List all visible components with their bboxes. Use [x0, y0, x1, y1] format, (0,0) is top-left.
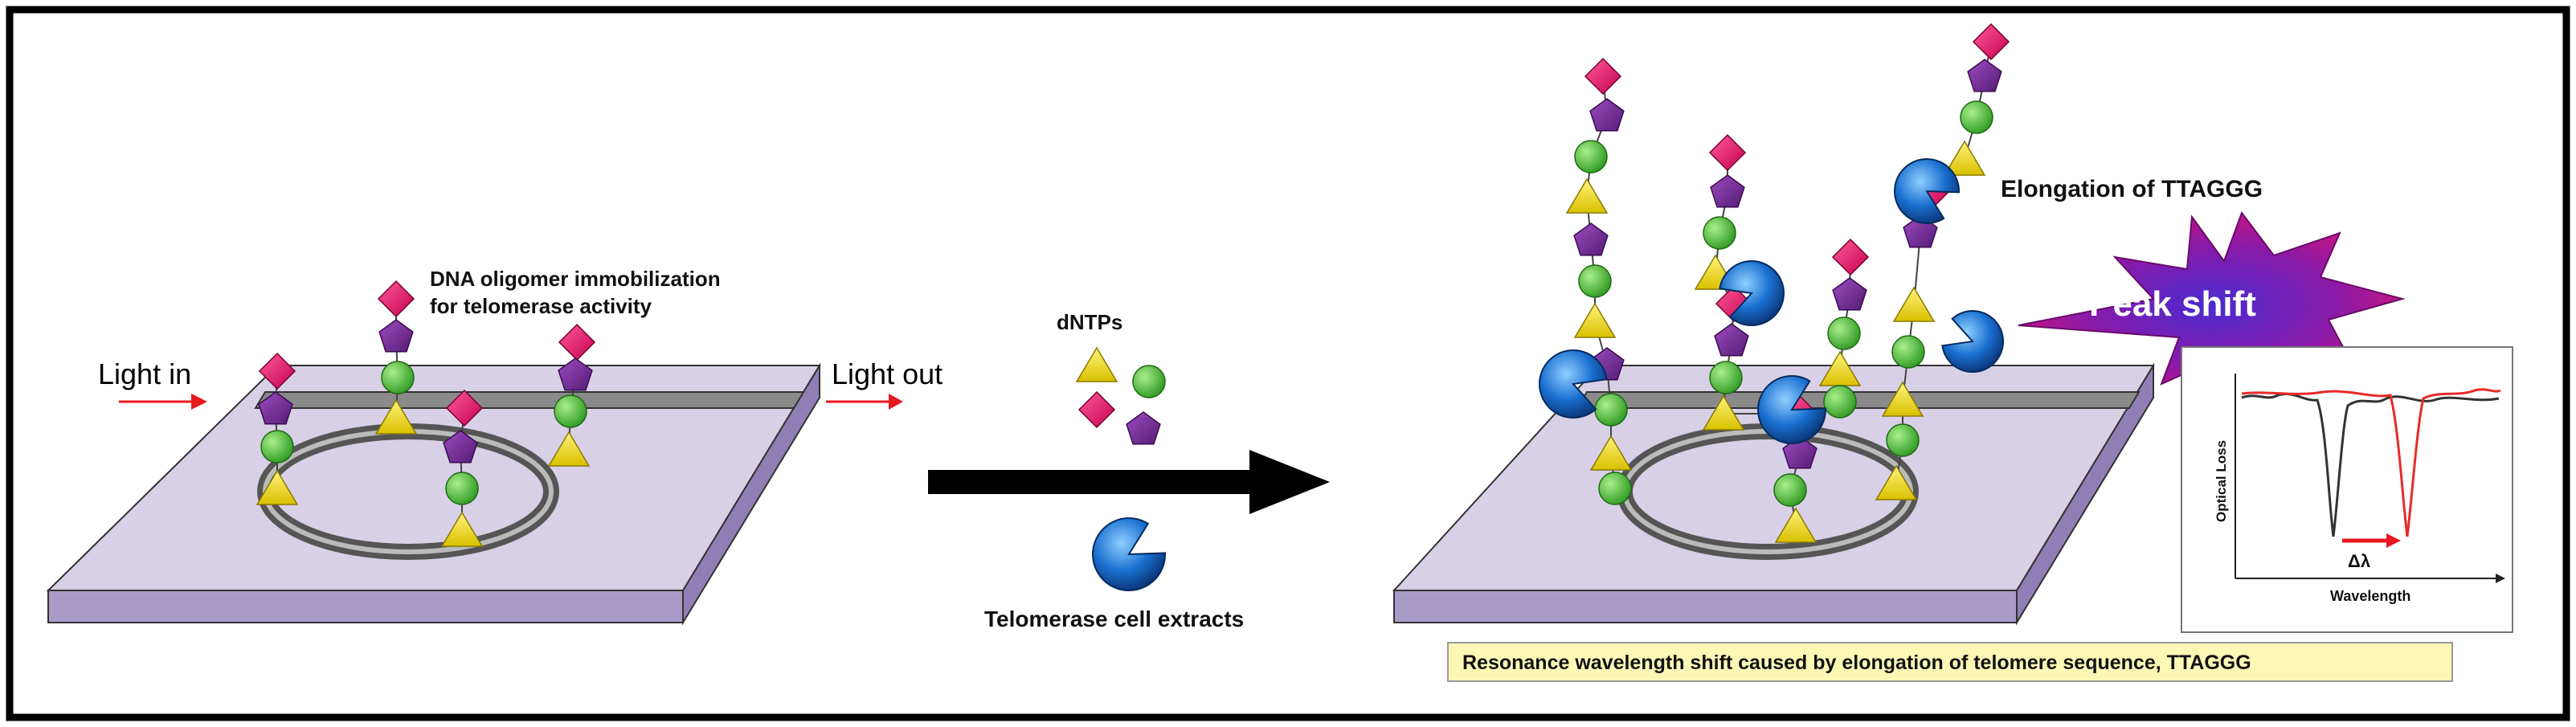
- telomerase-enzyme: [1894, 158, 1961, 224]
- telomerase-label: Telomerase cell extracts: [984, 607, 1244, 631]
- dna-pentagon: [1714, 323, 1749, 357]
- dna-triangle: [1702, 394, 1745, 431]
- dna-pentagon: [1967, 59, 2002, 92]
- left-chip-front: [47, 590, 684, 623]
- dntp-shapes: [1075, 346, 1167, 592]
- dna-circle: [381, 361, 415, 394]
- inset-spectrum: Δλ Wavelength Optical Loss: [2181, 346, 2513, 633]
- dna-strand: [547, 323, 596, 467]
- left-chip: [46, 362, 821, 626]
- dna-circle: [1703, 216, 1736, 250]
- dna-circle: [1886, 423, 1920, 457]
- telomerase-enzyme: [1092, 517, 1167, 592]
- dna-triangle: [374, 398, 418, 435]
- dna-triangle: [547, 431, 591, 467]
- dna-triangle: [1565, 178, 1609, 214]
- dna-triangle: [1892, 286, 1936, 322]
- dna-strand: [1818, 238, 1870, 419]
- dna-pentagon: [558, 357, 593, 391]
- caption-text: Resonance wavelength shift caused by elo…: [1462, 651, 2251, 674]
- dna-triangle: [440, 511, 484, 547]
- dna-circle: [1823, 385, 1857, 419]
- dna-circle: [1960, 100, 1993, 134]
- dna-circle: [1709, 361, 1743, 394]
- dna-pentagon: [1589, 98, 1625, 132]
- dna-circle: [1773, 473, 1807, 507]
- right-chip-side: [2016, 362, 2154, 626]
- dna-diamond: [1077, 390, 1116, 429]
- left-waveguide: [254, 391, 805, 409]
- dna-strand: [440, 389, 484, 547]
- dna-diamond: [377, 280, 415, 318]
- dna-strand: [374, 280, 418, 435]
- dna-circle: [260, 430, 294, 464]
- telomerase-enzyme: [1941, 310, 2004, 374]
- light-in-label: Light in: [98, 357, 191, 390]
- dna-diamond: [1831, 238, 1870, 276]
- inset-xlabel: Wavelength: [2330, 588, 2410, 604]
- dna-pentagon: [378, 319, 414, 353]
- dna-triangle: [1943, 140, 1986, 176]
- light-in-arrowhead: [191, 394, 207, 410]
- telomerase-enzyme: [1719, 260, 1785, 326]
- dna-pentagon: [1126, 411, 1161, 445]
- dna-circle: [1574, 140, 1608, 174]
- dna-triangle: [1774, 507, 1818, 543]
- dna-circle: [1598, 472, 1632, 505]
- caption-box: [1447, 642, 2453, 682]
- dna-triangle: [1589, 435, 1633, 471]
- dna-triangle: [1075, 346, 1118, 382]
- dna-pentagon: [1710, 174, 1745, 208]
- dna-diamond: [1584, 57, 1622, 96]
- dna-circle: [445, 472, 479, 505]
- dna-strand: [1875, 22, 2010, 500]
- dna-triangle: [256, 469, 299, 505]
- dna-triangle: [1875, 464, 1918, 500]
- dna-circle: [554, 394, 587, 428]
- dna-strand: [256, 352, 299, 505]
- dna-circle: [1594, 393, 1628, 427]
- right-chip-front: [1393, 590, 2018, 623]
- dntps-label: dNTPs: [1057, 310, 1122, 334]
- dna-circle: [1827, 317, 1861, 350]
- immobilization-label-line1: DNA oligomer immobilization: [430, 267, 721, 291]
- dna-diamond: [258, 352, 296, 390]
- spectrum-black-curve: [2241, 393, 2500, 537]
- dna-diamond: [1972, 22, 2010, 61]
- dna-triangle: [1881, 381, 1924, 417]
- dna-strands: [256, 22, 2010, 547]
- peak-shift-label: Peak shift: [2089, 284, 2256, 324]
- dna-pentagon: [443, 430, 478, 464]
- elongation-label: Elongation of TTAGGG: [2001, 176, 2263, 202]
- dna-pentagon: [258, 391, 293, 425]
- dna-triangle: [1573, 302, 1617, 338]
- dna-pentagon: [1573, 223, 1609, 256]
- spectrum-red-curve: [2241, 388, 2501, 537]
- dna-circle: [1578, 264, 1612, 298]
- reaction-arrow: [928, 450, 1330, 514]
- inset-ylabel: Optical Loss: [2214, 440, 2229, 522]
- right-waveguide: [1576, 391, 2141, 409]
- light-out-arrowhead: [889, 394, 903, 410]
- left-chip-side: [682, 362, 820, 626]
- dna-circle: [1891, 335, 1925, 369]
- immobilization-label-line2: for telomerase activity: [430, 294, 652, 318]
- delta-label: Δλ: [2348, 551, 2370, 571]
- light-out-label: Light out: [832, 357, 942, 390]
- dna-circle: [1132, 365, 1166, 398]
- telomerase-enzyme: [1757, 375, 1827, 444]
- dna-diamond: [1708, 133, 1747, 172]
- dna-pentagon: [1832, 277, 1867, 311]
- dna-diamond: [445, 389, 484, 427]
- telomerase-enzyme: [1539, 349, 1608, 419]
